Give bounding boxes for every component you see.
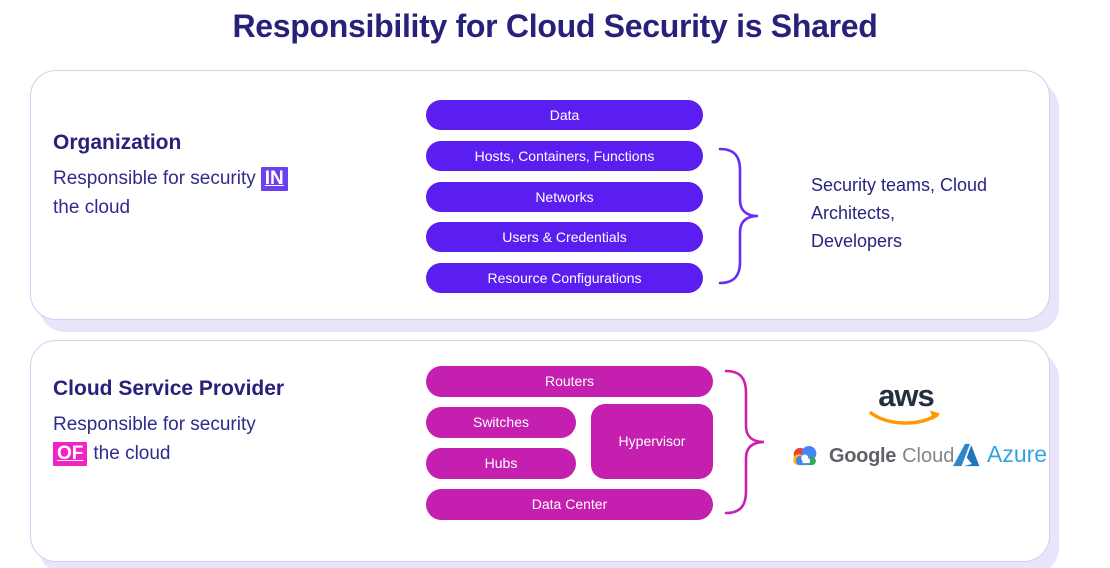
audience-line-2: Architects, bbox=[811, 203, 896, 223]
page-title: Responsibility for Cloud Security is Sha… bbox=[232, 8, 878, 44]
provider-desc-suffix: the cloud bbox=[93, 443, 171, 464]
curly-brace-icon bbox=[718, 147, 759, 285]
pill-networks: Networks bbox=[426, 182, 703, 212]
azure-triangle-icon bbox=[953, 443, 980, 466]
provider-desc-prefix: Responsible for security bbox=[53, 414, 256, 435]
pill-hosts-containers-functions: Hosts, Containers, Functions bbox=[426, 141, 703, 171]
provider-text-block: Cloud Service Provider Responsible for s… bbox=[53, 377, 284, 468]
organization-heading: Organization bbox=[53, 131, 182, 154]
pill-data: Data bbox=[426, 100, 703, 130]
organization-desc-prefix: Responsible for security bbox=[53, 168, 256, 189]
pill-routers: Routers bbox=[426, 366, 713, 397]
aws-wordmark: aws bbox=[878, 378, 935, 413]
cloud-service-provider-card: Cloud Service Provider Responsible for s… bbox=[30, 340, 1050, 562]
audience-line-3: Developers bbox=[811, 231, 903, 251]
google-cloud-icon bbox=[793, 446, 817, 466]
google-cloud-wordmark: Cloud bbox=[902, 444, 955, 467]
pill-resource-configurations: Resource Configurations bbox=[426, 263, 703, 293]
pill-hypervisor: Hypervisor bbox=[591, 404, 713, 479]
pill-data-center: Data Center bbox=[426, 489, 713, 520]
aws-logo: aws bbox=[851, 378, 961, 429]
aws-smile-icon bbox=[869, 410, 940, 425]
curly-brace-icon bbox=[724, 369, 765, 515]
organization-desc-suffix: the cloud bbox=[53, 197, 131, 218]
pill-hubs: Hubs bbox=[426, 448, 576, 479]
in-highlight: IN bbox=[260, 167, 288, 191]
audience-line-1: Security teams, Cloud bbox=[811, 175, 988, 195]
of-highlight: OF bbox=[53, 442, 88, 466]
azure-logo: Azure bbox=[951, 441, 1047, 468]
azure-wordmark: Azure bbox=[987, 441, 1048, 467]
audience-label: Security teams, Cloud Architects, Develo… bbox=[811, 171, 987, 255]
provider-heading: Cloud Service Provider bbox=[53, 377, 285, 400]
google-wordmark: Google bbox=[829, 444, 897, 467]
pill-users-credentials: Users & Credentials bbox=[426, 222, 703, 252]
pill-switches: Switches bbox=[426, 407, 576, 438]
